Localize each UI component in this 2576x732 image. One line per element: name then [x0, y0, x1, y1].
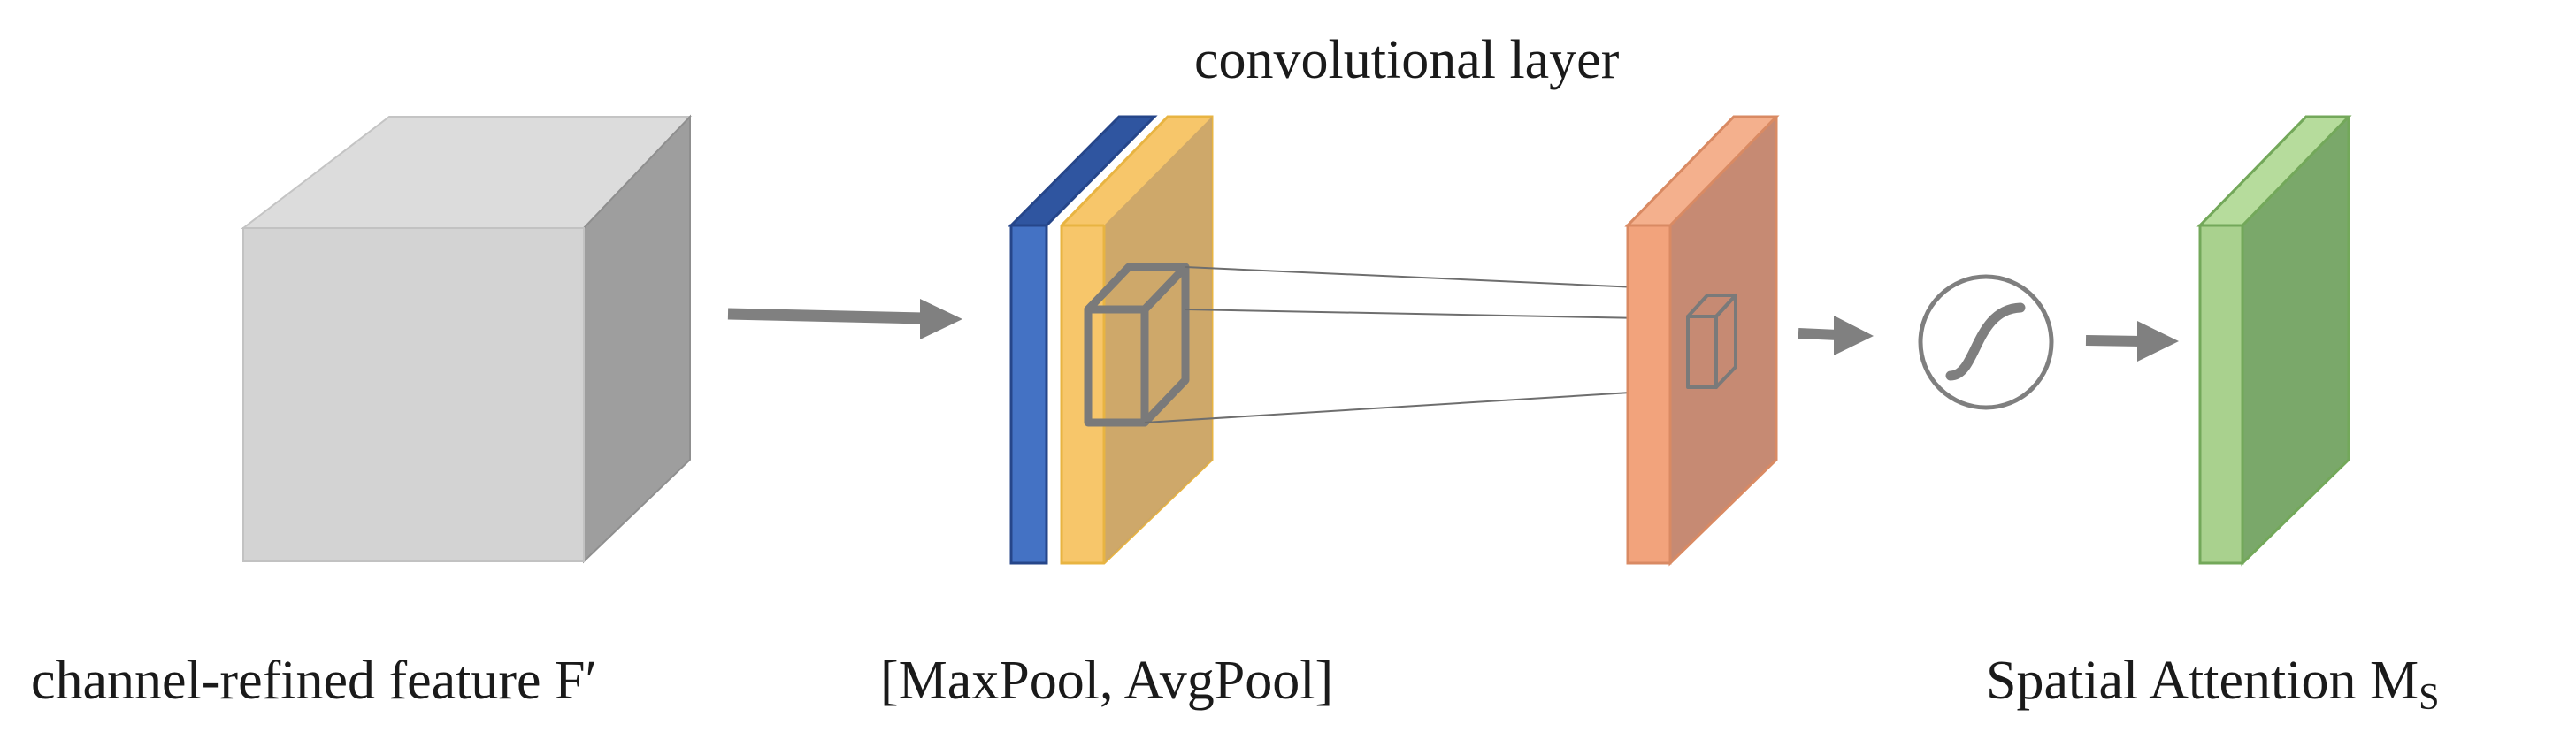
sigmoid-curve-icon [1918, 274, 2054, 410]
spatial-attention-map [2196, 115, 2352, 567]
spatial-attention-label: Spatial Attention MS [1986, 651, 2439, 718]
cube-front-face [242, 227, 585, 562]
conv-layer-title: convolutional layer [1194, 30, 1620, 90]
output-cell-cube-icon [1686, 294, 1737, 389]
attention-map-front [2198, 224, 2244, 565]
pooling-label: [MaxPool, AvgPool] [880, 651, 1333, 711]
conv-map-front [1626, 224, 1672, 565]
maxpool-map [1008, 115, 1158, 565]
avgpool-map [1060, 115, 1214, 565]
arrow-right-icon [727, 299, 962, 339]
arrow-right-icon [2085, 321, 2179, 362]
input-feature-label: channel-refined feature F′ [31, 651, 597, 711]
kernel-cube-icon [1084, 263, 1190, 427]
spatial-attention-label-main: Spatial Attention M [1986, 651, 2419, 711]
conv-output-map [1624, 115, 1780, 567]
arrow-right-icon [1798, 316, 1874, 355]
avgpool-map-shade [1104, 117, 1212, 563]
spatial-attention-label-subscript: S [2419, 677, 2439, 718]
input-feature-cube [241, 114, 693, 564]
maxpool-map-front [1009, 224, 1048, 565]
